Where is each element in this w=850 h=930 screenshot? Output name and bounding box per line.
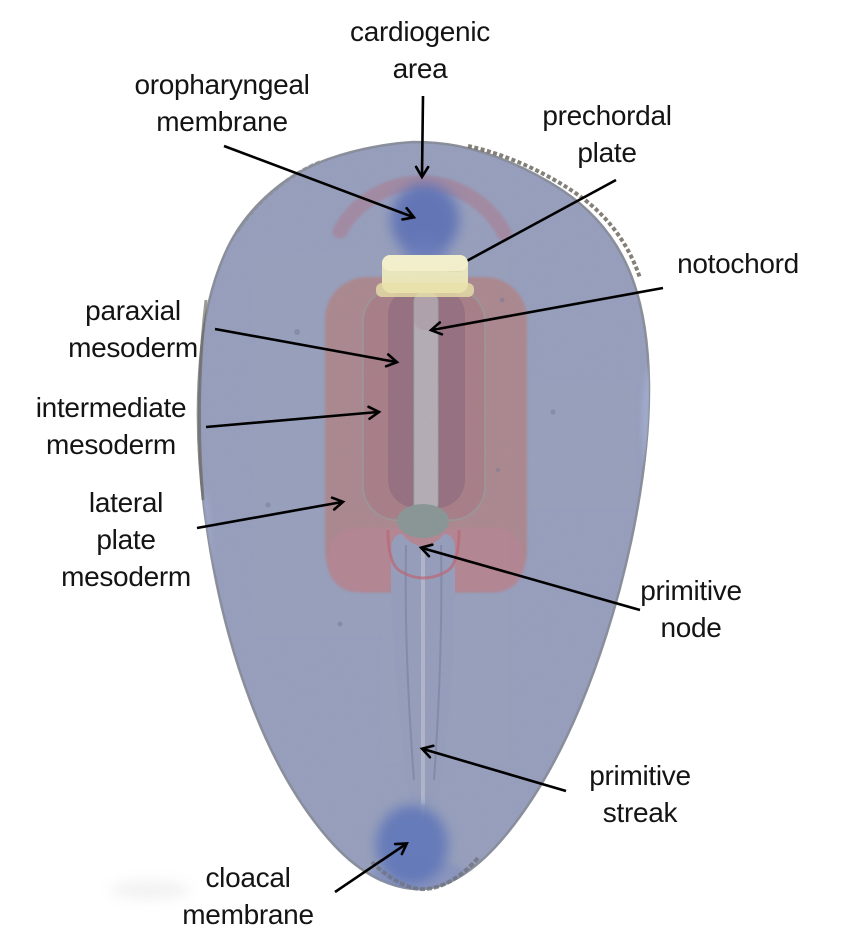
rim-top-right	[467, 144, 642, 279]
label-line: cardiogenic	[350, 16, 490, 47]
label-intermediate-mesoderm: intermediate mesoderm	[35, 389, 187, 463]
rim-bottom	[370, 856, 480, 892]
label-line: membrane	[182, 899, 314, 930]
label-line: cloacal	[205, 862, 291, 893]
arrow-lateral-plate-mesoderm	[196, 496, 346, 530]
label-primitive-streak: primitive streak	[589, 757, 691, 831]
label-cloacal-membrane: cloacal membrane	[182, 859, 314, 930]
label-line: primitive	[589, 760, 691, 791]
label-line: plate	[96, 524, 156, 555]
arrow-prechordal-plate	[446, 178, 617, 273]
label-line: intermediate	[35, 392, 187, 423]
label-line: mesoderm	[68, 332, 198, 363]
arrow-notochord	[428, 286, 664, 336]
arrow-primitive-streak	[419, 744, 567, 793]
label-line: streak	[602, 797, 678, 828]
arrow-intermediate-mesoderm	[205, 405, 382, 429]
paper-smudge	[110, 880, 190, 900]
label-line: node	[660, 612, 722, 643]
rim-left	[197, 299, 208, 501]
label-line: mesoderm	[61, 561, 191, 592]
label-line: mesoderm	[46, 429, 176, 460]
label-line: lateral	[88, 487, 164, 518]
arrow-cloacal-membrane	[334, 842, 409, 894]
label-prechordal-plate: prechordal plate	[542, 97, 672, 171]
arrow-oropharyngeal-membrane	[223, 144, 417, 221]
label-line: primitive	[640, 575, 742, 606]
label-oropharyngeal-membrane: oropharyngeal membrane	[134, 66, 309, 140]
label-cardiogenic-area: cardiogenic area	[350, 13, 490, 87]
label-paraxial-mesoderm: paraxial mesoderm	[68, 292, 198, 366]
prechordal-plate-highlight	[382, 255, 468, 271]
arrow-primitive-node	[418, 543, 641, 612]
rim-top-left	[235, 160, 321, 233]
label-line: paraxial	[85, 295, 181, 326]
label-line: prechordal	[542, 100, 672, 131]
label-line: plate	[577, 137, 637, 168]
leader-arrows	[196, 95, 664, 894]
label-line: notochord	[677, 248, 799, 279]
prechordal-plate-base	[376, 283, 474, 297]
arrow-paraxial-mesoderm	[214, 327, 400, 368]
label-notochord: notochord	[677, 245, 799, 282]
arrow-cardiogenic-area	[414, 95, 430, 180]
label-line: membrane	[156, 106, 288, 137]
label-primitive-node: primitive node	[640, 572, 742, 646]
label-line: area	[392, 53, 448, 84]
label-lateral-plate-mesoderm: lateral plate mesoderm	[61, 484, 191, 595]
label-line: oropharyngeal	[134, 69, 310, 100]
